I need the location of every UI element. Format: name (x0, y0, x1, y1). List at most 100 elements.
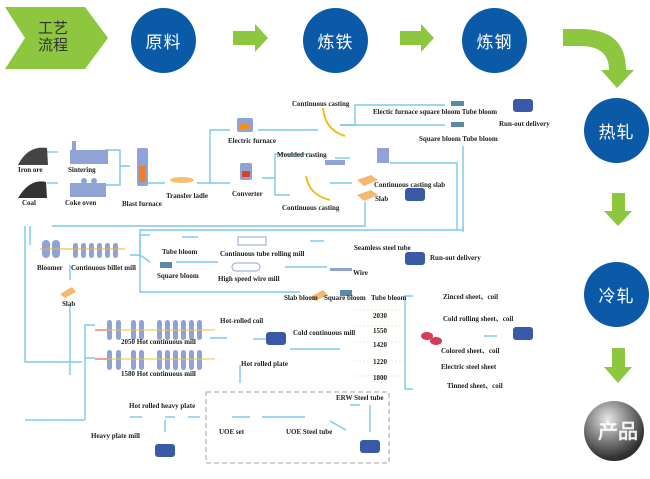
label-cold-rolling-sheet-coil: Cold rolling sheet、coil (443, 315, 514, 323)
label-square-bloom-tube-bloom: Square bloom Tube bloom (419, 135, 498, 143)
label-run-out-delivery: Run-out delivery (499, 120, 550, 128)
arrow-curve-down-icon (563, 29, 634, 88)
wire-icon (330, 268, 352, 271)
stage-label: 原料 (145, 33, 182, 53)
iron-ore-pile-icon (18, 147, 48, 165)
uoe-erw-boundary (205, 391, 390, 464)
label-converter: Converter (232, 190, 263, 198)
stage-raw-materials[interactable]: 原料 (131, 8, 196, 73)
label-erw-steel-tube: ERW Steel tube (336, 394, 384, 402)
label-high-speed-wire-mill: High speed wire mill (218, 275, 280, 283)
coke-oven-icon (70, 183, 106, 197)
label-slab: Slab (62, 300, 76, 308)
truck-icon (405, 252, 425, 265)
label-width-1800: 1800 (373, 374, 387, 382)
label-moulded-casting: Moulded casting (277, 151, 327, 159)
label-electric-furnace: Electric furnace (228, 137, 277, 145)
label-1580-hot-continuous-mill: 1580 Hot continuous mill (121, 370, 196, 378)
label-width-2030: 2030 (373, 312, 387, 320)
label-ef-square-bloom-tube-bloom: Electic furnace square bloom Tube bloom (373, 108, 498, 116)
title-line-2: 流程 (38, 36, 69, 54)
label-seamless-steel-tube: Seamless steel tube (354, 244, 411, 252)
label-tinned-sheet-coil: Tinned sheet、coil (447, 382, 503, 390)
label-hot-rolled-heavy-plate: Hot rolled heavy plate (129, 402, 196, 410)
truck-icon (360, 440, 380, 453)
stage-steelmaking[interactable]: 炼钢 (462, 8, 527, 73)
arrow-right-icon (400, 24, 434, 52)
square-bloom-icon (451, 101, 464, 106)
continuous-casting-icon (322, 107, 346, 137)
label-hot-rolled-plate: Hot rolled plate (241, 360, 288, 368)
label-width-1220: 1220 (373, 358, 387, 366)
arrow-down-icon (604, 193, 632, 226)
label-continuous-tube-rolling-mill: Continuous tube rolling mill (220, 250, 305, 258)
label-wire: Wire (353, 269, 368, 277)
label-colored-sheet-coil: Colored sheet、coil (441, 347, 500, 355)
stage-label: 炼铁 (317, 33, 354, 53)
truck-icon (405, 188, 425, 201)
label-run-out-delivery: Run-out delivery (430, 254, 481, 262)
slab-icon (60, 287, 76, 298)
label-square-bloom: Square bloom (157, 272, 199, 280)
label-hot-rolled-coil: Hot-rolled coil (220, 317, 264, 325)
label-electric-steel-sheet: Electric steel sheet (441, 363, 497, 371)
stage-ironmaking[interactable]: 炼铁 (303, 8, 368, 73)
label-continuous-casting-bottom: Continuous casting (282, 204, 340, 212)
stage-hot-rolling[interactable]: 热轧 (584, 98, 649, 163)
moulded-casting-icon (325, 160, 345, 165)
label-sintering: Sintering (68, 166, 96, 174)
title-chevron (5, 7, 108, 69)
stage-cold-rolling[interactable]: 冷轧 (584, 262, 649, 327)
label-width-1550: 1550 (373, 327, 387, 335)
stage-label: 炼钢 (476, 33, 513, 53)
label-continuous-casting-top: Continuous casting (292, 100, 350, 108)
label-tube-bloom: Tube bloom (371, 294, 407, 302)
label-slab-bloom: Slab bloom (284, 294, 318, 302)
stage-label: 冷轧 (598, 287, 635, 307)
continuous-casting-icon (305, 175, 331, 201)
label-uoe-set: UOE set (219, 428, 245, 436)
stage-label: 热轧 (598, 123, 635, 143)
truck-icon (513, 327, 533, 340)
continuous-billet-mill-icon (73, 243, 118, 258)
colored-coil-icon (421, 332, 433, 340)
label-slab: Slab (375, 195, 389, 203)
label-transfer-ladle: Transfer ladle (166, 192, 208, 200)
arrow-right-icon (233, 24, 268, 52)
slab-icon (357, 190, 378, 201)
forging-press-icon (377, 148, 389, 163)
truck-icon (155, 444, 175, 457)
label-width-1420: 1420 (373, 341, 387, 349)
continuous-casting-slab-icon (357, 175, 378, 186)
label-iron-ore: Iron ore (18, 166, 43, 174)
label-coal: Coal (22, 199, 36, 207)
sintering-plant-icon (70, 150, 108, 164)
coal-pile-icon (18, 181, 47, 198)
label-tube-bloom: Tube bloom (162, 248, 198, 256)
square-bloom-icon (451, 122, 464, 127)
slab-bloom-icon (310, 290, 328, 301)
arrow-down-icon (604, 348, 632, 383)
transfer-ladle-icon (170, 177, 194, 183)
label-continuous-billet-mill: Continuous billet mill (71, 264, 136, 272)
square-bloom-icon (340, 290, 352, 296)
continuous-tube-rolling-mill-icon (237, 236, 267, 246)
label-square-bloom: Square bloom (324, 294, 366, 302)
title-line-1: 工艺 (38, 19, 69, 37)
stage-products-photo[interactable]: 产品 (584, 401, 644, 461)
label-continuous-casting-slab: Continuous casting slab (374, 181, 446, 189)
label-blast-furnace: Blast furnace (122, 200, 162, 208)
label-uoe-steel-tube: UOE Steel tube (286, 428, 333, 436)
high-speed-wire-mill-icon (231, 262, 261, 272)
stage-label: 产品 (598, 419, 638, 443)
process-title: 工艺 流程 (38, 20, 68, 54)
label-cold-continuous-mill: Cold continuous mill (293, 329, 356, 337)
truck-icon (513, 99, 533, 112)
label-coke-oven: Coke oven (65, 199, 97, 207)
label-heavy-plate-mill: Heavy plate mill (91, 432, 140, 440)
label-2050-hot-continuous-mill: 2050 Hot continuous mill (121, 338, 196, 346)
label-zinced-sheet-coil: Zinced sheet、coil (443, 293, 499, 301)
label-bloomer: Bloomer (37, 264, 63, 272)
